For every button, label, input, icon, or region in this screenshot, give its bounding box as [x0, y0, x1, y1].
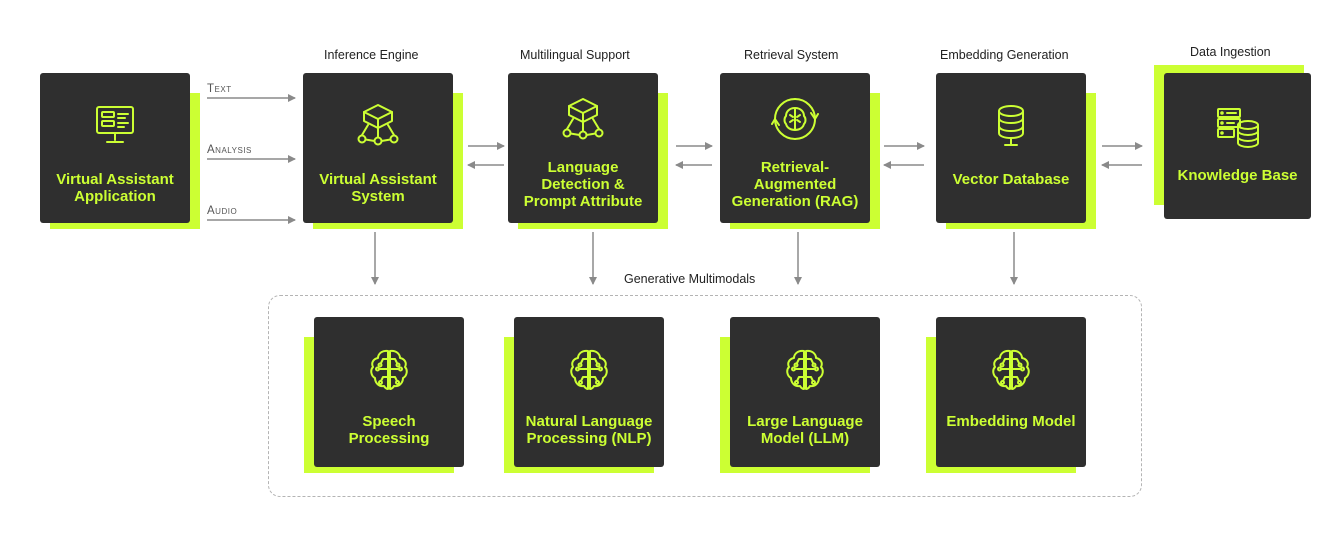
node-card: Embedding Model — [936, 317, 1086, 467]
cube-network-icon — [354, 101, 402, 149]
node-speech-processing: Speech Processing — [304, 317, 464, 473]
node-label: Retrieval-Augmented Generation (RAG) — [731, 159, 859, 210]
node-label: Embedding Model — [946, 413, 1076, 430]
node-card: Retrieval-Augmented Generation (RAG) — [720, 73, 870, 223]
node-virtual-assistant-application: Virtual Assistant Application — [40, 73, 200, 229]
node-label: Speech Processing — [348, 413, 430, 447]
database-icon — [987, 101, 1035, 149]
brain-circuit-icon — [565, 345, 613, 393]
section-title-inference-engine: Inference Engine — [324, 48, 419, 62]
node-embedding-model: Embedding Model — [926, 317, 1086, 473]
node-nlp: Natural Language Processing (NLP) — [504, 317, 664, 473]
brain-circuit-icon — [781, 345, 829, 393]
node-card: Natural Language Processing (NLP) — [514, 317, 664, 467]
section-title-generative-multimodals: Generative Multimodals — [620, 272, 760, 286]
node-card: Language Detection & Prompt Attribute — [508, 73, 658, 223]
node-label: Natural Language Processing (NLP) — [525, 413, 653, 447]
input-label-analysis: Analysis — [207, 144, 252, 156]
node-vector-database: Vector Database — [936, 73, 1096, 229]
node-card: Knowledge Base — [1164, 73, 1311, 219]
node-language-detection: Language Detection & Prompt Attribute — [508, 73, 668, 229]
input-label-text: Text — [207, 83, 232, 95]
generative-multimodals-group — [268, 295, 1142, 497]
input-label-audio: Audio — [207, 205, 238, 217]
node-llm: Large Language Model (LLM) — [720, 317, 880, 473]
node-virtual-assistant-system: Virtual Assistant System — [303, 73, 463, 229]
node-label: Virtual Assistant System — [319, 171, 437, 205]
node-card: Vector Database — [936, 73, 1086, 223]
node-label: Language Detection & Prompt Attribute — [523, 159, 643, 210]
brain-cycle-icon — [771, 95, 819, 143]
node-card: Speech Processing — [314, 317, 464, 467]
section-title-data-ingestion: Data Ingestion — [1190, 45, 1271, 59]
node-label: Knowledge Base — [1177, 167, 1298, 184]
server-database-icon — [1214, 103, 1262, 151]
section-title-multilingual-support: Multilingual Support — [520, 48, 630, 62]
node-card: Large Language Model (LLM) — [730, 317, 880, 467]
node-knowledge-base: Knowledge Base — [1154, 65, 1314, 219]
brain-circuit-icon — [365, 345, 413, 393]
brain-circuit-icon — [987, 345, 1035, 393]
monitor-chat-icon — [91, 101, 139, 149]
cube-network-icon — [559, 95, 607, 143]
node-rag: Retrieval-Augmented Generation (RAG) — [720, 73, 880, 229]
section-title-embedding-generation: Embedding Generation — [940, 48, 1069, 62]
node-label: Vector Database — [952, 171, 1070, 188]
node-label: Large Language Model (LLM) — [747, 413, 863, 447]
node-card: Virtual Assistant System — [303, 73, 453, 223]
node-card: Virtual Assistant Application — [40, 73, 190, 223]
node-label: Virtual Assistant Application — [56, 171, 174, 205]
section-title-retrieval-system: Retrieval System — [744, 48, 839, 62]
